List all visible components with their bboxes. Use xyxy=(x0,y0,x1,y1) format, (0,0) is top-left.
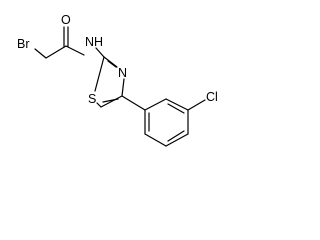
bond-thiazole-phenyl xyxy=(121,95,146,111)
bond-phenyl-5-6 xyxy=(144,133,167,147)
bond-phenyl-1-2 xyxy=(144,98,167,111)
bond-nh-thiazole-c2 xyxy=(95,47,105,58)
amide-nitrogen-label: N xyxy=(85,35,94,49)
bond-c2-n3-double-inner xyxy=(107,60,117,68)
bond-phenyl-cl xyxy=(187,99,206,111)
chemical-structure-diagram: O N H Br N S Cl xyxy=(17,13,218,147)
bond-n3-c4 xyxy=(121,78,125,97)
bonds xyxy=(34,26,206,147)
bond-phenyl-4-5 xyxy=(165,133,189,147)
bond-ch2-carbonyl xyxy=(45,45,67,59)
amide-hydrogen-label: H xyxy=(94,35,103,49)
bond-c2-n3-double-outer xyxy=(103,56,118,68)
bromine-label: Br xyxy=(17,37,30,51)
bond-c4-c5-inner xyxy=(102,98,119,103)
oxygen-label: O xyxy=(61,13,71,27)
bond-phenyl-inner-b xyxy=(167,103,185,114)
bond-br-ch2 xyxy=(34,48,47,59)
bond-s1-c2 xyxy=(94,56,105,92)
bond-carbonyl-nh xyxy=(65,45,85,56)
bond-c4-c5-outer xyxy=(100,95,123,108)
bond-phenyl-inner-c xyxy=(167,130,185,142)
chlorine-label: Cl xyxy=(206,90,218,104)
ring-nitrogen-label: N xyxy=(118,66,127,80)
bond-phenyl-2-3 xyxy=(165,98,189,111)
atom-labels: O N H Br N S Cl xyxy=(17,13,218,106)
bond-c5-s1 xyxy=(96,102,102,108)
sulfur-label: S xyxy=(88,92,96,106)
